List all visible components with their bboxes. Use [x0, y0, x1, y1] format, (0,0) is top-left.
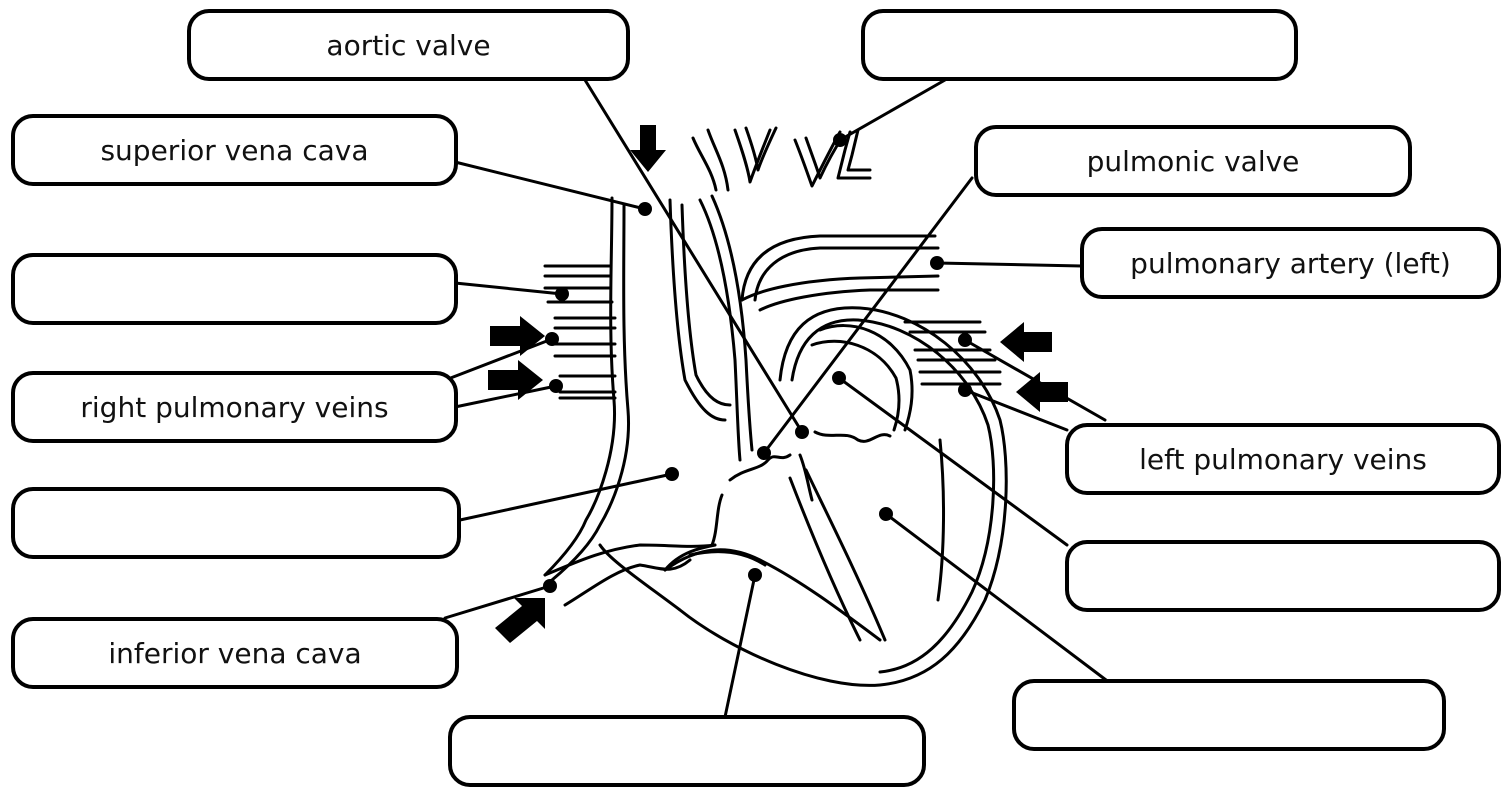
leader-left-pulmonary-veins-2	[963, 388, 1069, 432]
septum	[804, 468, 887, 642]
dot-right-pv-2	[549, 379, 563, 393]
dot-right-pv-1	[545, 332, 559, 346]
label-right-blank-2[interactable]	[1012, 679, 1446, 751]
dot-left-blank-1	[555, 287, 569, 301]
arrow-down-icon	[630, 125, 666, 172]
arrow-left-icon-1	[1000, 322, 1052, 362]
dot-inferior-vena-cava	[543, 579, 557, 593]
leader-right-blank-1	[837, 376, 1069, 547]
pulmonary-artery-outline-2	[753, 246, 940, 302]
dot-top-right	[833, 133, 847, 147]
aorta-left-wall-2	[680, 203, 732, 407]
dot-aortic-valve	[795, 425, 809, 439]
valve-flap-left	[710, 493, 724, 547]
label-left-pulmonary-veins: left pulmonary veins	[1065, 423, 1501, 495]
tricuspid-valve	[728, 453, 792, 482]
arrow-right-icon-1	[490, 316, 545, 356]
label-left-blank-2[interactable]	[11, 487, 461, 559]
label-bottom-blank[interactable]	[448, 715, 926, 787]
left-atrium-outline	[818, 324, 914, 432]
dot-pulmonary-artery	[930, 256, 944, 270]
label-pulmonary-artery-left: pulmonary artery (left)	[1080, 227, 1501, 299]
pulmonary-artery-outline	[740, 234, 937, 302]
left-atrium-inner	[810, 339, 901, 432]
leader-pulmonary-artery-left	[935, 261, 1084, 268]
right-ventricle-floor	[663, 548, 882, 642]
aorta-left-wall	[668, 198, 727, 422]
leader-right-pulmonary-veins-2	[453, 384, 558, 409]
leader-pulmonic-valve	[762, 176, 974, 455]
dot-left-pv-1	[958, 333, 972, 347]
mitral-valve	[813, 430, 892, 443]
label-right-blank-1[interactable]	[1065, 540, 1501, 612]
leader-right-blank-2	[884, 512, 1112, 685]
arch-branch-2	[733, 126, 778, 184]
leader-left-blank-2	[458, 472, 674, 522]
aorta-arch	[698, 198, 742, 462]
right-ventricle-floor-2	[688, 550, 767, 567]
label-right-pulmonary-veins: right pulmonary veins	[11, 371, 458, 443]
arrow-up-right-icon	[495, 598, 545, 643]
arrow-right-icon-2	[488, 360, 543, 400]
inferior-vena-cava-outline	[543, 543, 717, 577]
arch-branch-3	[793, 130, 845, 188]
inferior-vena-cava-outline-2	[563, 558, 692, 607]
leader-top-right-blank	[838, 78, 947, 142]
heart-outline	[598, 306, 1008, 687]
dot-bottom-blank	[748, 568, 762, 582]
dot-superior-vena-cava	[638, 202, 652, 216]
valve-flap-right	[798, 453, 814, 502]
dot-left-blank-2	[665, 467, 679, 481]
arch-branch-4	[836, 128, 872, 180]
dot-right-blank-2	[879, 507, 893, 521]
right-pulmonary-vein-lines	[543, 264, 617, 400]
leader-left-blank-1	[453, 281, 564, 296]
septum-2	[788, 476, 862, 642]
superior-vena-cava-inner	[550, 203, 631, 582]
dot-left-pv-2	[958, 383, 972, 397]
aorta-arch-2	[710, 194, 754, 452]
label-top-right-blank[interactable]	[861, 9, 1298, 81]
label-inferior-vena-cava: inferior vena cava	[11, 617, 459, 689]
pulmonary-artery-lower	[740, 274, 940, 302]
arrow-left-icon-2	[1016, 372, 1068, 412]
leader-right-pulmonary-veins-1	[446, 337, 554, 381]
leader-aortic-valve	[583, 78, 804, 434]
label-left-blank-1[interactable]	[11, 253, 458, 325]
label-pulmonic-valve: pulmonic valve	[974, 125, 1412, 197]
leader-bottom-blank	[723, 573, 757, 719]
label-superior-vena-cava: superior vena cava	[11, 114, 458, 186]
heart-inner-wall	[790, 318, 996, 674]
arch-branch-1	[691, 128, 730, 192]
dot-right-blank-1	[832, 371, 846, 385]
leader-inferior-vena-cava	[443, 584, 552, 620]
leader-superior-vena-cava	[453, 160, 647, 211]
pulmonary-artery-lower-2	[758, 288, 940, 312]
left-ventricle-wall	[936, 438, 946, 602]
label-aortic-valve: aortic valve	[187, 9, 630, 81]
dot-pulmonic-valve	[757, 446, 771, 460]
